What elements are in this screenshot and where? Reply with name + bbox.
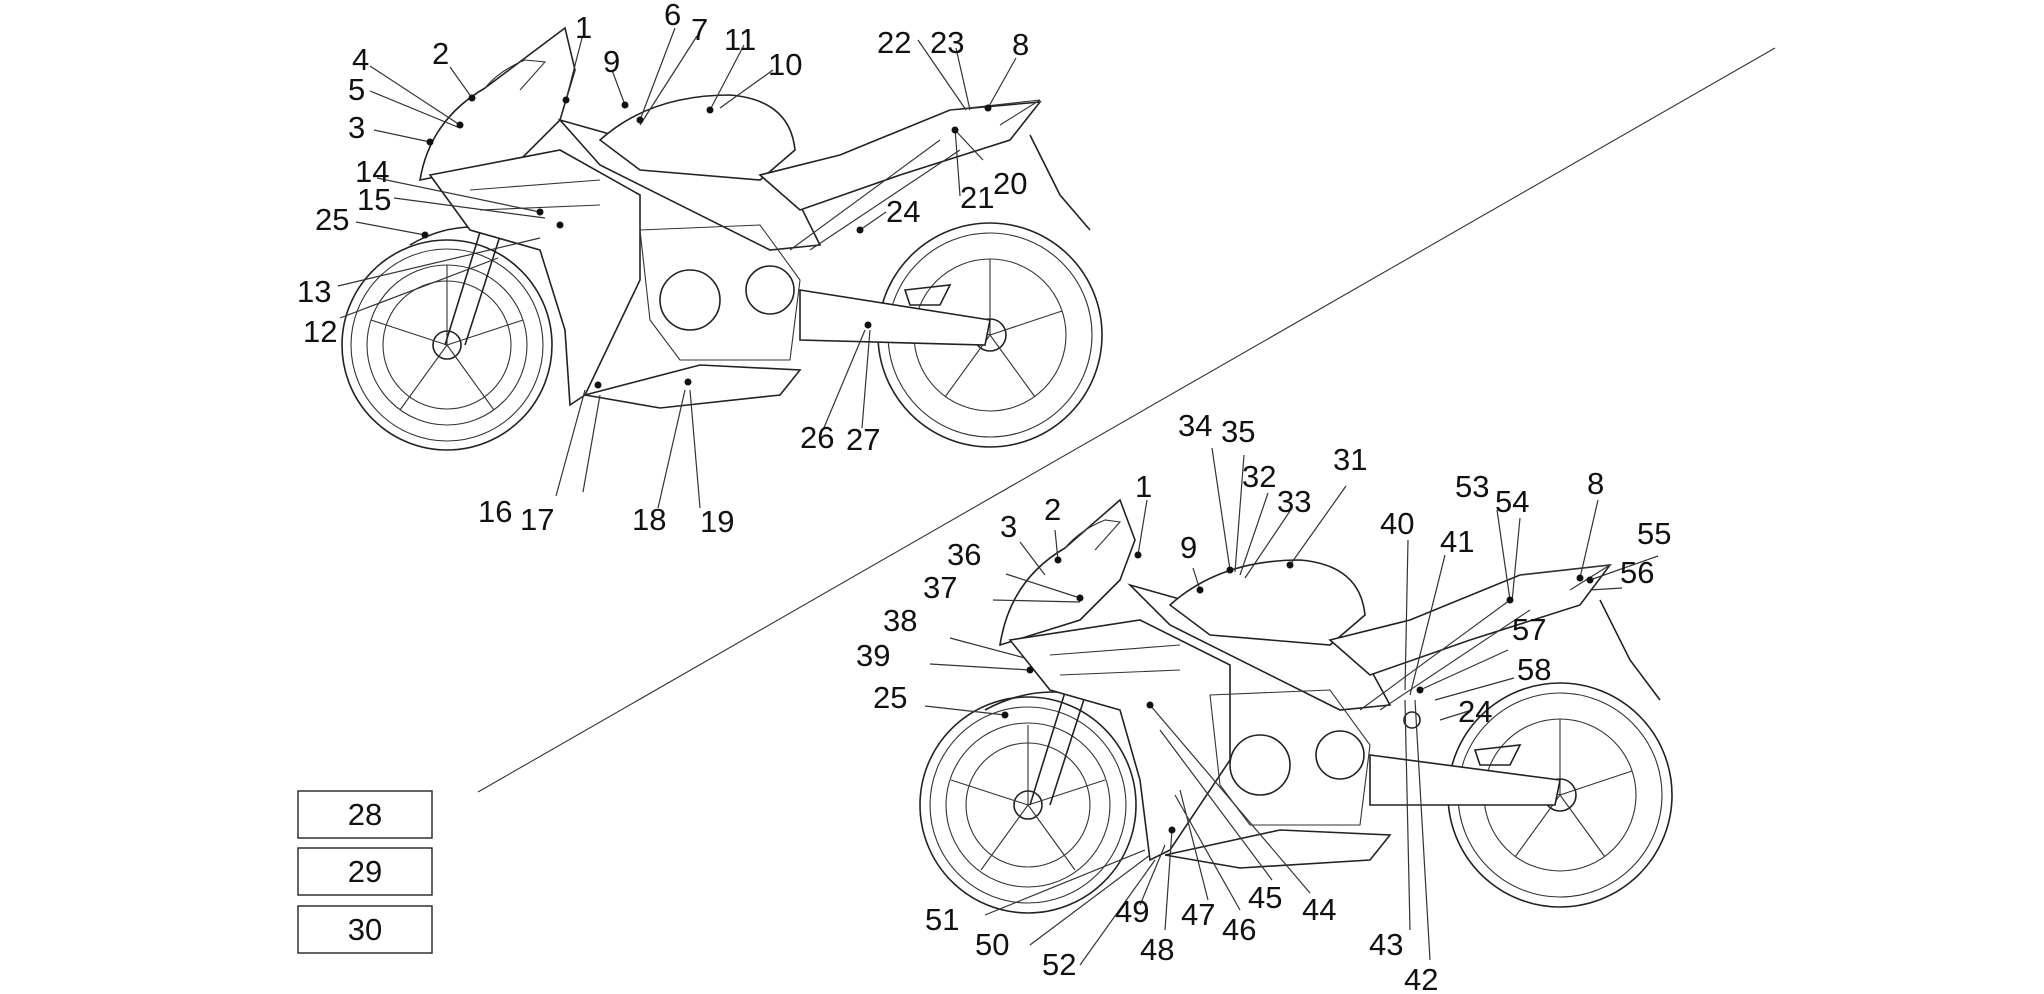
top-callout-17: 17 <box>520 502 554 537</box>
bottom-callout-1: 1 <box>1135 469 1152 504</box>
bottom-callout-46: 46 <box>1222 912 1256 947</box>
legend-label-30: 30 <box>348 912 382 947</box>
bottom-callout-47: 47 <box>1181 897 1215 932</box>
bottom-callout-25: 25 <box>873 680 907 715</box>
top-callout-labels: 1 2 3 4 5 6 7 8 9 10 11 12 13 14 15 16 1… <box>297 0 1029 539</box>
top-callout-13: 13 <box>297 274 331 309</box>
separator-line <box>477 47 1776 793</box>
top-leader-lines <box>337 27 1017 509</box>
top-callout-19: 19 <box>700 504 734 539</box>
bottom-callout-51: 51 <box>925 902 959 937</box>
top-callout-14: 14 <box>355 154 389 189</box>
top-callout-7: 7 <box>691 12 708 47</box>
top-callout-4: 4 <box>352 42 369 77</box>
bottom-callout-33: 33 <box>1277 484 1311 519</box>
bottom-callout-56: 56 <box>1620 555 1654 590</box>
bottom-callout-48: 48 <box>1140 932 1174 967</box>
top-callout-dots <box>421 94 992 389</box>
legend-label-29: 29 <box>348 854 382 889</box>
top-callout-20: 20 <box>993 166 1027 201</box>
top-callout-15: 15 <box>357 182 391 217</box>
top-callout-24: 24 <box>886 194 920 229</box>
bottom-callout-39: 39 <box>856 638 890 673</box>
bottom-callout-58: 58 <box>1517 652 1551 687</box>
legend-box-30 <box>297 905 433 954</box>
bottom-callout-55: 55 <box>1637 516 1671 551</box>
top-callout-10: 10 <box>768 47 802 82</box>
legend-box-29 <box>297 847 433 896</box>
top-callout-9: 9 <box>603 44 620 79</box>
bottom-callout-3: 3 <box>1000 509 1017 544</box>
bottom-callout-dots <box>1001 551 1594 834</box>
bottom-callout-45: 45 <box>1248 880 1282 915</box>
bottom-callout-32: 32 <box>1242 459 1276 494</box>
legend-label-28: 28 <box>348 797 382 832</box>
bottom-callout-57: 57 <box>1512 612 1546 647</box>
legend-boxes: 28 29 30 <box>297 790 433 954</box>
bottom-callout-43: 43 <box>1369 927 1403 962</box>
top-callout-18: 18 <box>632 502 666 537</box>
top-motorcycle-drawing <box>341 26 1103 451</box>
bottom-callout-42: 42 <box>1404 962 1438 994</box>
bottom-callout-2: 2 <box>1044 492 1061 527</box>
bottom-callout-41: 41 <box>1440 524 1474 559</box>
top-callout-27: 27 <box>846 422 880 457</box>
legend-box-28 <box>297 790 433 839</box>
top-callout-23: 23 <box>930 25 964 60</box>
bottom-callout-24: 24 <box>1458 694 1492 729</box>
bottom-callout-53: 53 <box>1455 469 1489 504</box>
bottom-callout-37: 37 <box>923 570 957 605</box>
bottom-callout-38: 38 <box>883 603 917 638</box>
top-callout-22: 22 <box>877 25 911 60</box>
top-callout-3: 3 <box>348 110 365 145</box>
top-callout-16: 16 <box>478 494 512 529</box>
top-callout-11: 11 <box>724 22 756 57</box>
top-callout-8: 8 <box>1012 27 1029 62</box>
top-callout-2: 2 <box>432 36 449 71</box>
bottom-leader-lines <box>924 447 1659 966</box>
bottom-callout-31: 31 <box>1333 442 1367 477</box>
bottom-callout-50: 50 <box>975 927 1009 962</box>
bottom-callout-labels: 1 2 3 8 9 24 25 31 32 33 34 35 36 37 38 … <box>856 408 1671 994</box>
bottom-callout-54: 54 <box>1495 484 1529 519</box>
top-callout-5: 5 <box>348 72 365 107</box>
bottom-callout-36: 36 <box>947 537 981 572</box>
bottom-motorcycle-drawing <box>919 498 1673 914</box>
top-callout-21: 21 <box>960 180 994 215</box>
bottom-callout-34: 34 <box>1178 408 1212 443</box>
top-callout-26: 26 <box>800 420 834 455</box>
top-callout-1: 1 <box>575 10 592 45</box>
bottom-callout-8: 8 <box>1587 466 1604 501</box>
bottom-callout-52: 52 <box>1042 947 1076 982</box>
bottom-callout-44: 44 <box>1302 892 1336 927</box>
top-callout-25: 25 <box>315 202 349 237</box>
bottom-callout-49: 49 <box>1115 894 1149 929</box>
bottom-callout-40: 40 <box>1380 506 1414 541</box>
top-callout-12: 12 <box>303 314 337 349</box>
bottom-callout-9: 9 <box>1180 530 1197 565</box>
top-callout-6: 6 <box>664 0 681 32</box>
bottom-callout-35: 35 <box>1221 414 1255 449</box>
